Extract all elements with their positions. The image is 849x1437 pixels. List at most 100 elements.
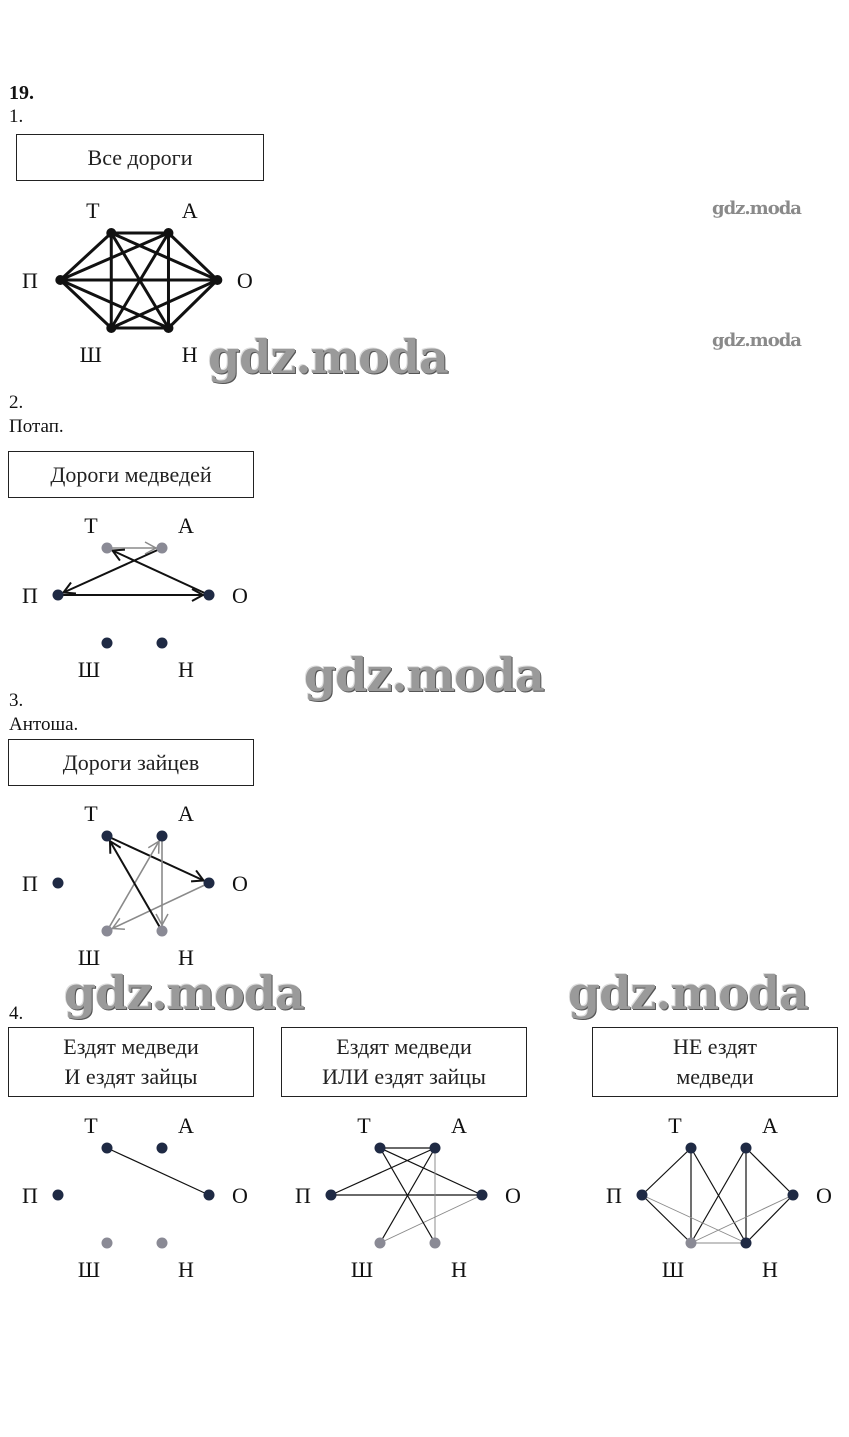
node-T [101, 830, 113, 842]
node-Sh [106, 323, 117, 333]
node-A [156, 1142, 168, 1154]
edge-T-P [641, 1147, 692, 1196]
arrowhead-Sh-A [147, 839, 160, 854]
box-line: И ездят зайцы [64, 1064, 198, 1089]
node-label-O: О [232, 871, 248, 896]
edge-O-Sh [106, 882, 210, 932]
box-line: медведи [676, 1064, 754, 1089]
node-label-A: А [178, 801, 194, 826]
node-Sh [101, 637, 113, 649]
section-3-caption: Антоша. [9, 714, 79, 735]
node-P [636, 1189, 648, 1201]
node-label-P: П [295, 1183, 311, 1208]
node-T [374, 1142, 386, 1154]
node-label-P: П [22, 583, 38, 608]
node-O [212, 275, 223, 285]
node-label-Sh: Ш [80, 342, 102, 367]
node-T [106, 228, 117, 238]
arrowhead-O-T [110, 548, 126, 562]
box-line: Ездят медведи [63, 1034, 199, 1059]
node-label-O: О [237, 268, 253, 293]
edge-P-Sh [641, 1194, 692, 1244]
edge-A-O [745, 1147, 794, 1196]
edge-O-Sh [379, 1194, 483, 1244]
node-label-N: Н [451, 1257, 467, 1282]
task-number: 19. [9, 82, 34, 104]
node-label-T: Т [668, 1113, 682, 1138]
section-1-box: Все дороги [16, 134, 264, 181]
node-label-O: О [505, 1183, 521, 1208]
section-4-box-not: НЕ ездят медведи [592, 1027, 838, 1097]
watermark: gdz.moda [208, 330, 449, 384]
node-label-Sh: Ш [78, 945, 100, 970]
edge-N-T [379, 1147, 436, 1244]
node-P [52, 1189, 64, 1201]
node-label-Sh: Ш [662, 1257, 684, 1282]
node-P [55, 275, 66, 285]
section-3-number: 3. [9, 690, 24, 711]
section-4-number: 4. [9, 1003, 24, 1024]
node-A [163, 228, 174, 238]
edge-T-O [106, 1147, 210, 1196]
node-label-N: Н [178, 1257, 194, 1282]
node-P [325, 1189, 337, 1201]
node-O [203, 589, 215, 601]
section-2-caption: Потап. [9, 416, 64, 437]
node-label-T: Т [84, 801, 98, 826]
section-4-box-or: Ездят медведи ИЛИ ездят зайцы [281, 1027, 527, 1097]
node-T [101, 1142, 113, 1154]
box-line: Ездят медведи [336, 1034, 472, 1059]
node-label-T: Т [357, 1113, 371, 1138]
edge-O-N [167, 278, 219, 330]
section-4-box-and: Ездят медведи И ездят зайцы [8, 1027, 254, 1097]
edge-T-P [59, 231, 113, 282]
edge-O-T [379, 1147, 483, 1196]
node-Sh [685, 1237, 697, 1249]
node-label-N: Н [178, 657, 194, 682]
arrowhead-N-T [108, 839, 122, 854]
node-label-N: Н [178, 945, 194, 970]
edge-A-Sh [690, 1147, 747, 1244]
node-Sh [101, 925, 113, 937]
edge-T-O [106, 835, 210, 884]
node-label-Sh: Ш [78, 657, 100, 682]
edge-A-P [330, 1147, 436, 1196]
node-O [787, 1189, 799, 1201]
node-label-T: Т [86, 198, 100, 223]
node-N [156, 637, 168, 649]
watermark: gdz.moda [712, 198, 802, 219]
node-label-P: П [22, 1183, 38, 1208]
node-N [156, 1237, 168, 1249]
node-label-A: А [451, 1113, 467, 1138]
node-O [203, 1189, 215, 1201]
arrowhead-A-P [61, 581, 77, 595]
node-label-A: А [182, 198, 198, 223]
node-label-A: А [762, 1113, 778, 1138]
arrowhead-A-N [155, 913, 169, 927]
edge-O-Sh [110, 278, 218, 330]
edge-O-T [106, 547, 210, 596]
watermark: gdz.moda [712, 330, 802, 351]
edge-P-N [641, 1194, 747, 1244]
section-2-number: 2. [9, 392, 24, 413]
node-label-N: Н [182, 342, 198, 367]
edge-N-T [106, 835, 163, 932]
edge-O-Sh [690, 1194, 794, 1244]
node-P [52, 877, 64, 889]
node-N [156, 925, 168, 937]
arrowhead-T-O [190, 869, 206, 883]
node-A [740, 1142, 752, 1154]
node-T [101, 542, 113, 554]
arrowhead-T-A [144, 541, 158, 555]
node-label-T: Т [84, 1113, 98, 1138]
node-label-O: О [816, 1183, 832, 1208]
node-label-O: О [232, 1183, 248, 1208]
box-line: НЕ ездят [672, 1034, 758, 1059]
edge-T-O [110, 231, 218, 282]
watermark: gdz.moda [304, 648, 545, 702]
node-N [429, 1237, 441, 1249]
